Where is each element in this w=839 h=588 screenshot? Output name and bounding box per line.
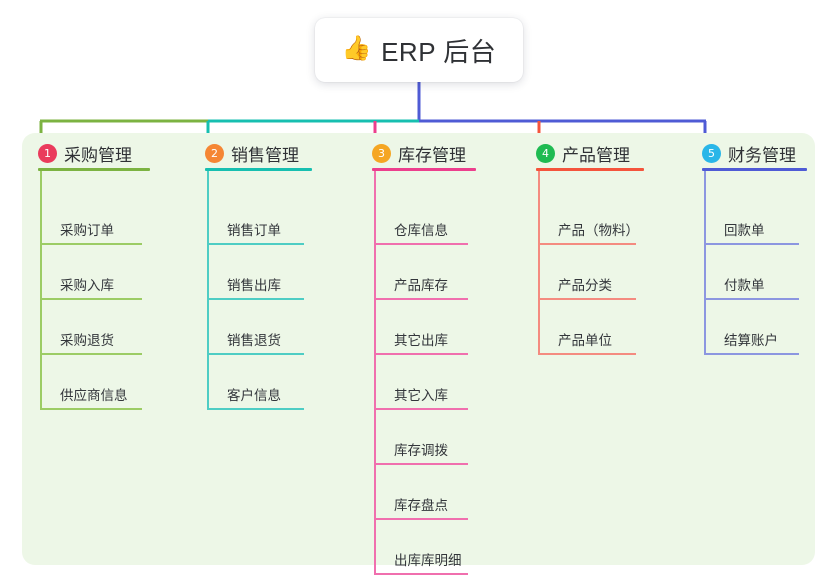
- branch-spine: [207, 171, 209, 410]
- leaf-item-label[interactable]: 其它入库: [394, 388, 448, 403]
- leaf-item-rule: [538, 298, 636, 300]
- leaf-item-label[interactable]: 仓库信息: [394, 223, 448, 238]
- branch-header[interactable]: 2 销售管理: [205, 141, 299, 166]
- leaf-item-rule: [374, 408, 468, 410]
- leaf-item-label[interactable]: 销售出库: [227, 278, 281, 293]
- root-node-title: 👍 ERP 后台: [342, 32, 497, 69]
- branch-spine: [40, 171, 42, 410]
- leaf-item-rule: [207, 353, 304, 355]
- branch-title-rule: [205, 168, 312, 171]
- branch-number-badge: 3: [372, 144, 391, 163]
- leaf-item-rule: [538, 353, 636, 355]
- leaf-item-rule: [40, 298, 142, 300]
- leaf-item-label[interactable]: 产品单位: [558, 333, 612, 348]
- leaf-item-rule: [207, 243, 304, 245]
- root-node-label: ERP 后台: [381, 36, 497, 67]
- leaf-item-rule: [704, 353, 799, 355]
- leaf-item-label[interactable]: 出库库明细: [394, 553, 462, 568]
- branch-title: 采购管理: [64, 146, 132, 165]
- branch-title-rule: [702, 168, 807, 171]
- branch-number-badge: 2: [205, 144, 224, 163]
- branch-number-badge: 4: [536, 144, 555, 163]
- leaf-item-label[interactable]: 销售退货: [227, 333, 281, 348]
- leaf-item-rule: [40, 243, 142, 245]
- leaf-item-rule: [538, 243, 636, 245]
- leaf-item-label[interactable]: 产品（物料）: [558, 223, 639, 238]
- leaf-item-label[interactable]: 产品分类: [558, 278, 612, 293]
- branch-title: 财务管理: [728, 146, 796, 165]
- branch-spine: [538, 171, 540, 355]
- leaf-item-rule: [374, 298, 468, 300]
- leaf-item-rule: [374, 353, 468, 355]
- leaf-item-label[interactable]: 供应商信息: [60, 388, 128, 403]
- branch-header[interactable]: 3 库存管理: [372, 141, 466, 166]
- leaf-item-label[interactable]: 采购订单: [60, 223, 114, 238]
- branch-spine: [704, 171, 706, 355]
- branch-header[interactable]: 4 产品管理: [536, 141, 630, 166]
- leaf-item-rule: [374, 518, 468, 520]
- leaf-item-rule: [374, 243, 468, 245]
- leaf-item-rule: [207, 408, 304, 410]
- leaf-item-rule: [704, 243, 799, 245]
- branches-panel: [22, 133, 815, 565]
- leaf-item-label[interactable]: 销售订单: [227, 223, 281, 238]
- thumbs-up-icon: 👍: [341, 35, 373, 62]
- leaf-item-rule: [207, 298, 304, 300]
- leaf-item-label[interactable]: 付款单: [724, 278, 765, 293]
- leaf-item-rule: [704, 298, 799, 300]
- branch-title-rule: [536, 168, 644, 171]
- branch-number-badge: 5: [702, 144, 721, 163]
- leaf-item-label[interactable]: 库存调拨: [394, 443, 448, 458]
- leaf-item-rule: [40, 353, 142, 355]
- branch-title: 销售管理: [231, 146, 299, 165]
- leaf-item-rule: [374, 463, 468, 465]
- branch-header[interactable]: 5 财务管理: [702, 141, 796, 166]
- branch-spine: [374, 171, 376, 575]
- leaf-item-rule: [40, 408, 142, 410]
- branch-title-rule: [38, 168, 150, 171]
- branch-number-badge: 1: [38, 144, 57, 163]
- leaf-item-label[interactable]: 产品库存: [394, 278, 448, 293]
- leaf-item-label[interactable]: 回款单: [724, 223, 765, 238]
- branch-title: 库存管理: [398, 146, 466, 165]
- leaf-item-label[interactable]: 其它出库: [394, 333, 448, 348]
- branch-title-rule: [372, 168, 476, 171]
- leaf-item-label[interactable]: 库存盘点: [394, 498, 448, 513]
- leaf-item-label[interactable]: 采购入库: [60, 278, 114, 293]
- leaf-item-label[interactable]: 结算账户: [724, 333, 778, 348]
- leaf-item-label[interactable]: 客户信息: [227, 388, 281, 403]
- root-node-card[interactable]: 👍 ERP 后台: [315, 18, 523, 82]
- branch-header[interactable]: 1 采购管理: [38, 141, 132, 166]
- leaf-item-rule: [374, 573, 468, 575]
- branch-title: 产品管理: [562, 146, 630, 165]
- leaf-item-label[interactable]: 采购退货: [60, 333, 114, 348]
